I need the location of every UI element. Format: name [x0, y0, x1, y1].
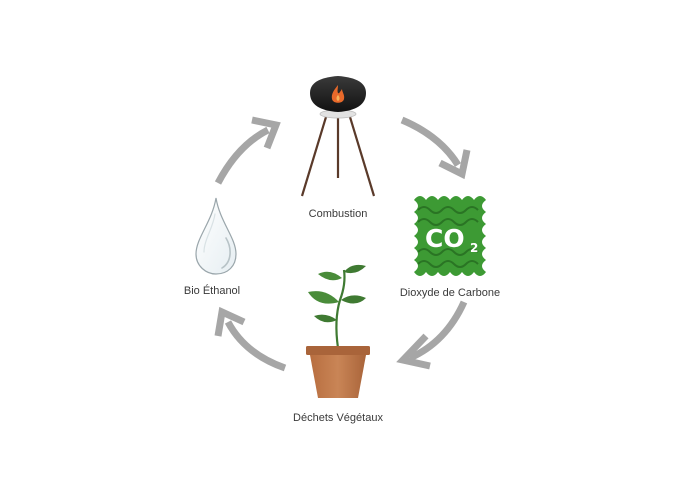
- arrow-co2-to-plant: [396, 300, 468, 370]
- co2-badge-sub: 2: [470, 241, 478, 255]
- tripod-leg-left: [300, 116, 328, 197]
- water-drop-highlight: [221, 237, 231, 269]
- tripod-leg-right: [348, 116, 376, 197]
- co2-block: [414, 196, 486, 276]
- ethanol-node: Bio Éthanol: [184, 197, 240, 297]
- leaf-mid-right: [341, 295, 366, 304]
- leaf-low-left: [314, 314, 337, 323]
- co2-node: CO 2 Dioxyde de Carbone: [400, 196, 500, 299]
- arrow-plant-to-ethanol: [214, 306, 287, 372]
- leaf-top-left: [318, 271, 342, 281]
- leaf-mid-left: [308, 291, 339, 304]
- plant-label: Déchets Végétaux: [293, 412, 383, 424]
- co2-badge-main: CO: [425, 224, 465, 253]
- combustion-label: Combustion: [309, 208, 368, 220]
- flame-inner: [336, 95, 340, 101]
- arrow-ethanol-to-combustion: [214, 116, 281, 185]
- plant-node: Déchets Végétaux: [293, 264, 383, 424]
- arrow-combustion-to-co2: [400, 116, 471, 180]
- flame-icon: [331, 85, 345, 103]
- potted-plant-icon: [306, 264, 370, 398]
- cycle-arrows: [214, 116, 471, 372]
- water-drop-icon: [195, 197, 237, 275]
- combustion-node: Combustion: [300, 76, 376, 220]
- water-drop-shade: [203, 213, 216, 253]
- co2-wave-stripes: [417, 206, 479, 268]
- water-drop: [195, 197, 237, 275]
- plant-stem: [335, 269, 346, 349]
- pot-body: [310, 355, 366, 398]
- co2-block-icon: CO 2: [414, 196, 486, 276]
- fire-bowl-icon: [300, 76, 376, 197]
- co2-label: Dioxyde de Carbone: [400, 287, 500, 299]
- ethanol-label: Bio Éthanol: [184, 284, 240, 297]
- pot-rim: [306, 346, 370, 355]
- leaf-top-right: [344, 264, 366, 274]
